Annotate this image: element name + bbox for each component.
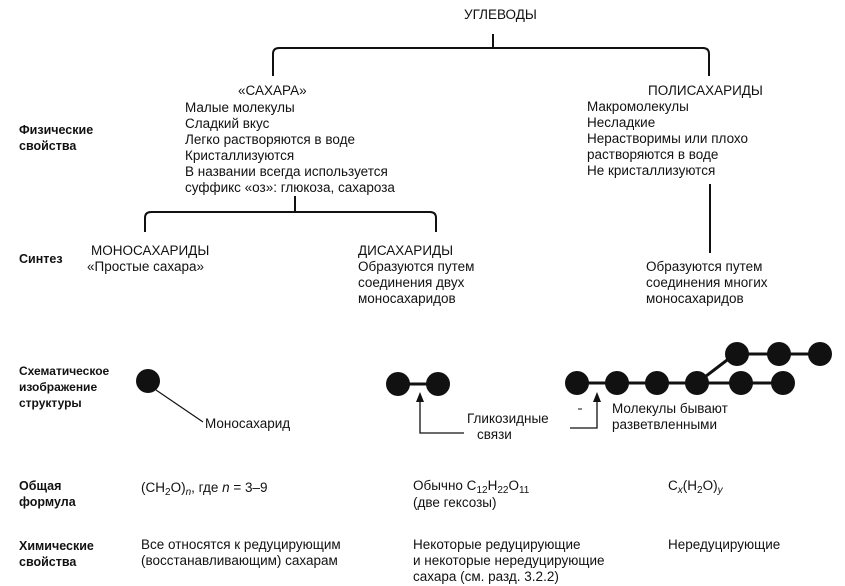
polysaccharide-chain xyxy=(565,342,832,395)
row-label-physical-2: свойства xyxy=(19,139,77,153)
poly-synth-1: Образуются путем xyxy=(646,259,763,274)
di-title: ДИСАХАРИДЫ xyxy=(358,243,454,258)
mono-title: МОНОСАХАРИДЫ xyxy=(91,243,210,258)
top-brace xyxy=(272,47,710,76)
mono-chem-1: Все относятся к редуцирующим xyxy=(141,537,341,552)
mono-chem-2: (восстанавливающим) сахарам xyxy=(141,553,338,568)
sugars-brace xyxy=(144,211,437,232)
root-title: УГЛЕВОДЫ xyxy=(464,7,537,22)
poly-line-4: растворяются в воде xyxy=(587,147,719,162)
row-label-synthesis: Синтез xyxy=(19,252,63,266)
poly-line-3: Нерастворимы или плохо xyxy=(587,131,749,146)
row-label-schematic-2: изображение xyxy=(19,380,98,394)
row-label-chemical-2: свойства xyxy=(19,555,77,569)
sugars-line-6: суффикс «оз»: глюкоза, сахароза xyxy=(185,180,395,195)
row-label-schematic-1: Схематическое xyxy=(19,364,110,378)
sugars-line-5: В названии всегда используется xyxy=(185,164,388,179)
monosaccharide-dot xyxy=(136,369,160,393)
sugars-title: «САХАРА» xyxy=(238,83,307,98)
glycosidic-pointers xyxy=(419,398,598,434)
di-synth-3: моносахаридов xyxy=(358,291,456,306)
monosaccharide-pointer xyxy=(155,389,204,423)
disaccharide-chain xyxy=(386,372,450,396)
di-formula-note: (две гексозы) xyxy=(413,495,497,510)
di-synth-2: соединения двух xyxy=(358,275,465,290)
di-chem-1: Некоторые редуцирующие xyxy=(413,537,581,552)
row-label-formula-2: формула xyxy=(19,495,76,509)
di-synth-1: Образуются путем xyxy=(358,259,475,274)
row-label-formula-1: Общая xyxy=(19,479,62,493)
arrowhead-right-icon xyxy=(593,392,601,402)
mono-formula: (CH2O)n, где n = 3–9 xyxy=(141,480,268,498)
sugars-line-4: Кристаллизуются xyxy=(185,148,295,163)
poly-line-5: Не кристаллизуются xyxy=(587,163,716,178)
branch-label-1: Молекулы бывают xyxy=(612,401,728,416)
sugars-line-2: Сладкий вкус xyxy=(185,116,270,131)
row-label-schematic-3: структуры xyxy=(19,396,82,410)
di-formula: Обычно C12H22O11 xyxy=(413,478,530,496)
branch-label-2: разветвленными xyxy=(612,417,718,432)
row-label-physical-1: Физические xyxy=(19,123,94,137)
mono-subtitle: «Простые сахара» xyxy=(87,259,205,274)
glycosidic-label-1: Гликозидные xyxy=(467,411,549,426)
poly-synth-2: соединения многих xyxy=(646,275,768,290)
di-chem-3: сахара (см. разд. 3.2.2) xyxy=(413,569,559,584)
poly-synth-3: моносахаридов xyxy=(646,291,744,306)
row-label-chemical-1: Химические xyxy=(19,539,94,553)
poly-line-2: Несладкие xyxy=(587,115,656,130)
glycosidic-label-2: связи xyxy=(477,427,512,442)
sugars-line-1: Малые молекулы xyxy=(185,100,295,115)
mono-schematic-label: Моносахарид xyxy=(205,416,291,431)
arrowhead-left-icon xyxy=(416,392,424,402)
di-chem-2: и некоторые нередуцирующие xyxy=(413,553,605,568)
sugars-line-3: Легко растворяются в воде xyxy=(185,132,355,147)
poly-formula: Cx(H2O)y xyxy=(668,478,723,496)
poly-chem-1: Нередуцирующие xyxy=(668,537,781,552)
poly-line-1: Макромолекулы xyxy=(587,99,689,114)
poly-title: ПОЛИСАХАРИДЫ xyxy=(648,83,763,98)
